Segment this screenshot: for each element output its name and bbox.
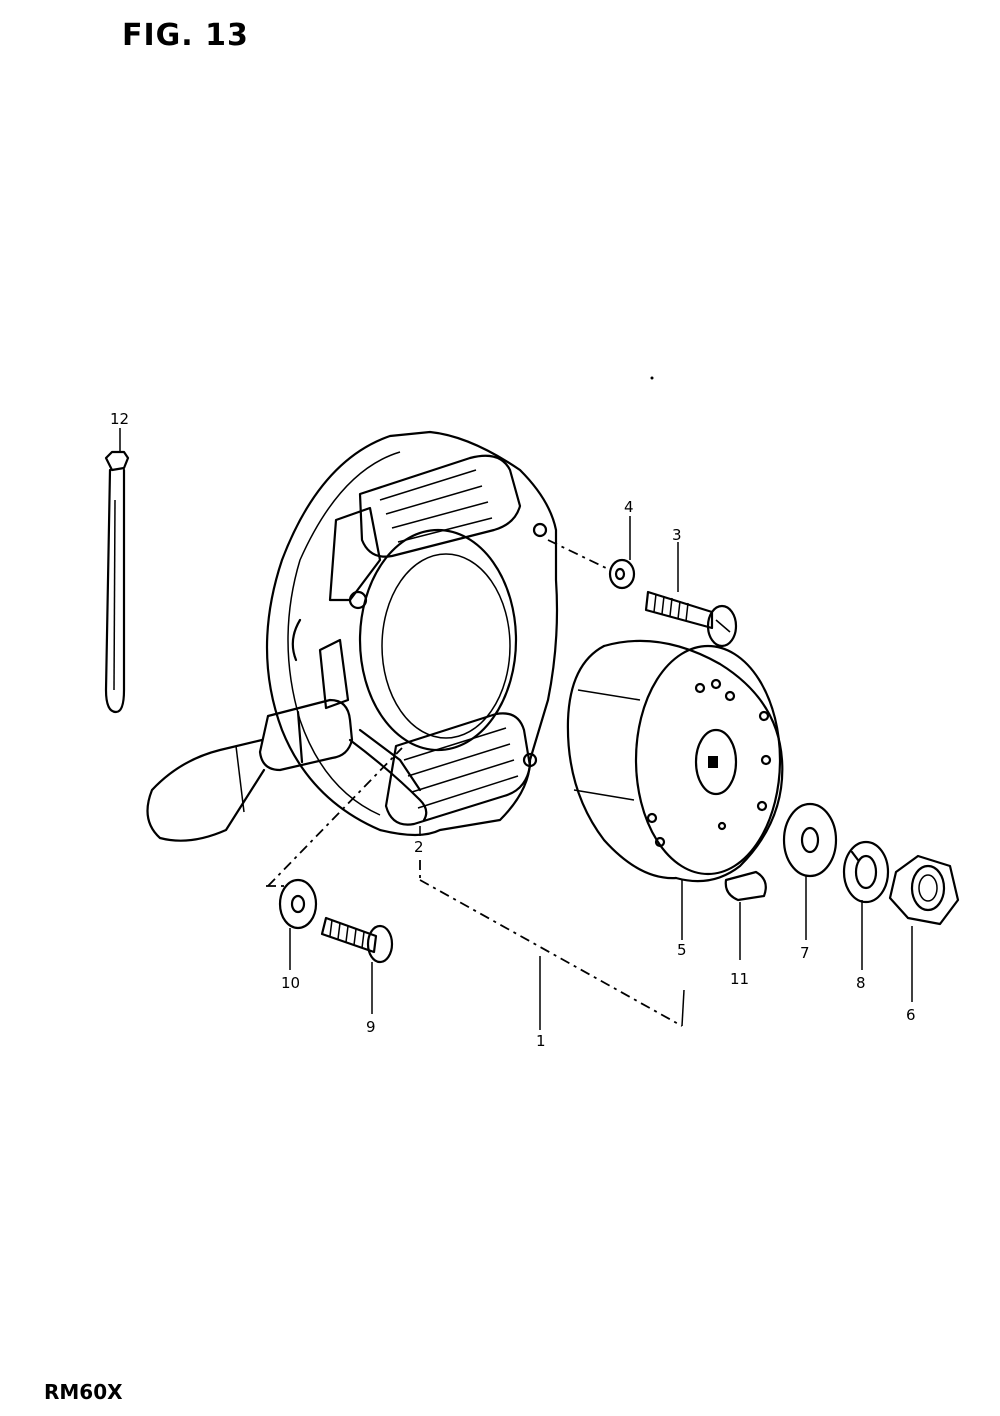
washer-icon [608,558,636,590]
model-code: RM60X [44,1380,123,1404]
callout-5: 5 [677,941,687,959]
callout-8: 8 [856,974,866,992]
callout-11: 11 [730,970,749,988]
callout-9: 9 [366,1018,376,1036]
cable-band-icon [104,450,130,714]
screw-icon [644,590,738,648]
nut-icon [888,854,960,926]
rotor-flywheel-icon [566,639,784,883]
washer-icon [278,878,318,930]
lock-washer-icon [842,840,890,904]
screw-icon [320,916,394,964]
stator-plate-icon [146,430,559,842]
callout-4: 4 [624,498,634,516]
washer-icon [782,802,838,878]
callout-3: 3 [672,526,682,544]
callout-2: 2 [414,838,424,856]
woodruff-key-icon [724,870,767,902]
callout-6: 6 [906,1006,916,1024]
callout-10: 10 [281,974,300,992]
callout-1: 1 [536,1032,546,1050]
figure-title: FIG. 13 [122,18,249,53]
callout-12: 12 [110,410,129,428]
callout-7: 7 [800,944,810,962]
